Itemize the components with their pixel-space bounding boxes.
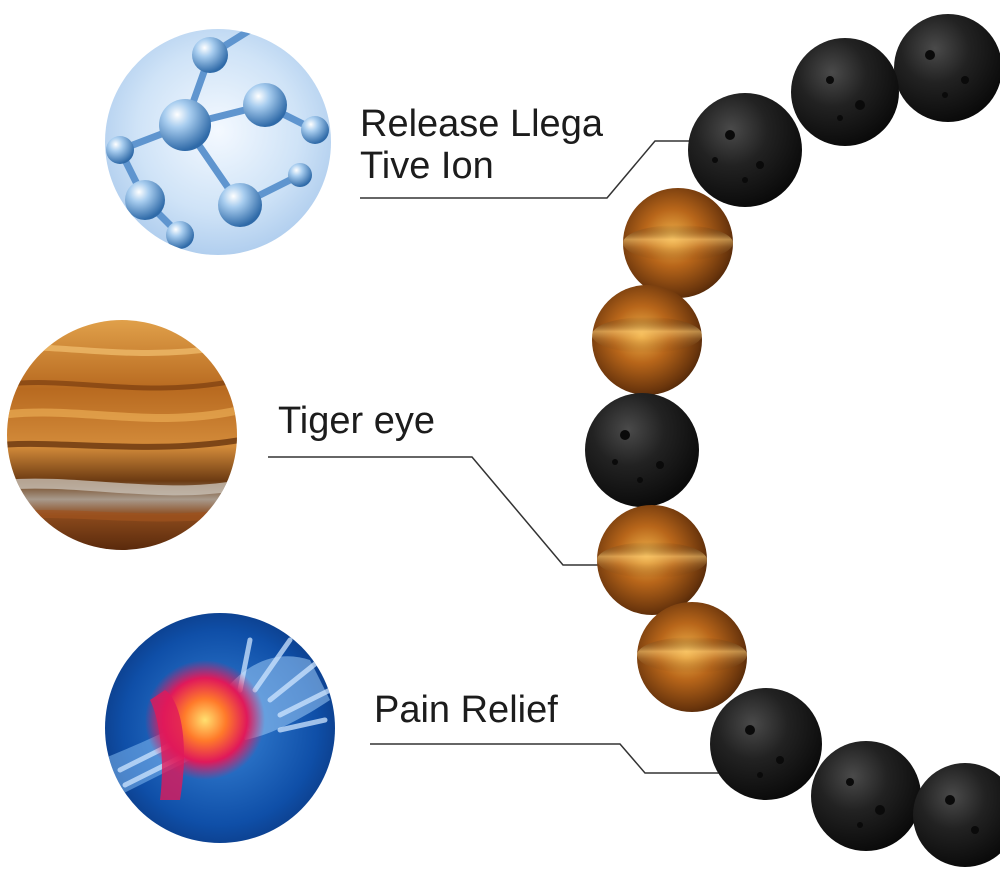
tiger-eye-bead <box>597 505 707 615</box>
bracelet <box>585 14 1000 867</box>
feature-label-ion: Release Llega Tive Ion <box>360 103 603 187</box>
wrist-pain-icon <box>105 613 335 843</box>
tiger-eye-bead <box>592 285 702 395</box>
feature-label-tiger-eye: Tiger eye <box>278 400 435 442</box>
lava-bead <box>585 393 699 507</box>
lava-bead <box>913 763 1000 867</box>
callout-line-pain <box>370 743 720 774</box>
molecule-icon <box>105 29 331 255</box>
callout-line-ion <box>360 140 690 199</box>
tiger-eye-stone-icon <box>7 320 237 550</box>
callout-line-tiger <box>268 456 600 566</box>
lava-bead <box>710 688 822 800</box>
lava-bead <box>791 38 899 146</box>
lava-bead <box>688 93 802 207</box>
tiger-eye-bead <box>637 602 747 712</box>
lava-bead <box>811 741 921 851</box>
feature-label-pain-relief: Pain Relief <box>374 689 558 731</box>
tiger-eye-bead <box>623 188 733 298</box>
lava-bead <box>894 14 1000 122</box>
